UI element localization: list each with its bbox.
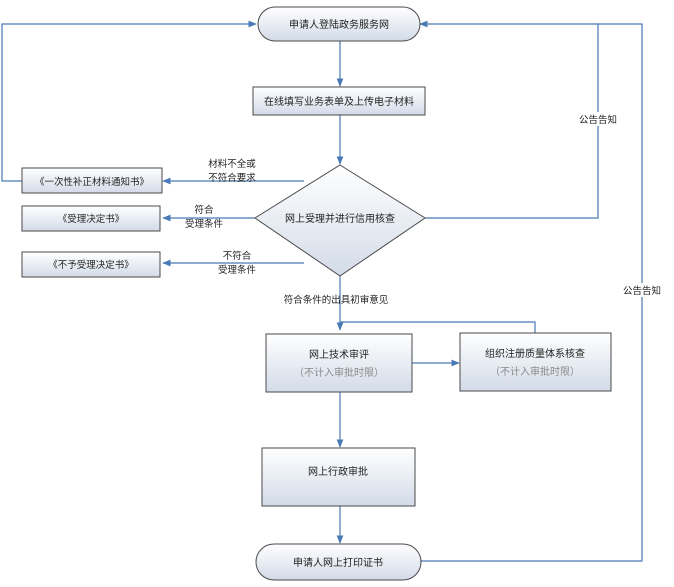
node-admin-approval: 网上行政审批 [261,447,416,507]
edge-announce-lower [421,23,643,562]
edge-label-accept-1: 符合 [194,204,214,216]
edge-label-accept-2: 受理条件 [185,218,224,230]
node-fill-form-label: 在线填写业务表单及上传电子材料 [264,95,414,108]
node-check-label: 网上受理并进行信用核查 [285,212,395,225]
edge-label-incomplete-1: 材料不全或 [208,158,256,170]
node-org-check: 组织注册质量体系核查 （不计入审批时限） [459,332,612,392]
edge-label-announce-upper: 公告告知 [579,114,617,126]
node-check: 网上受理并进行信用核查 [254,164,426,277]
node-notice-accept: 《受理决定书》 [21,205,161,232]
node-notice-correction: 《一次性补正材料通知书》 [21,167,163,194]
node-start: 申请人登陆政务服务网 [257,6,421,42]
edge-labels: 材料不全或 不符合要求 符合 受理条件 不符合 受理条件 符合条件的出具初审意见… [185,112,669,306]
edge-label-incomplete-2: 不符合要求 [208,172,256,184]
edge-label-reject-2: 受理条件 [218,264,257,276]
node-end-label: 申请人网上打印证书 [293,556,383,569]
edge-label-reject-1: 不符合 [223,250,252,262]
node-fill-form: 在线填写业务表单及上传电子材料 [252,86,426,116]
node-end: 申请人网上打印证书 [255,543,422,581]
node-org-check-label: 组织注册质量体系核查 [485,347,585,360]
node-notice-correction-label: 《一次性补正材料通知书》 [35,176,149,188]
edge-org-return [340,321,536,333]
node-tech-review: 网上技术审评 （不计入审批时限） [265,333,413,393]
node-tech-review-note: （不计入审批时限） [294,366,384,379]
edge-label-preliminary: 符合条件的出具初审意见 [284,294,389,306]
node-org-check-note: （不计入审批时限） [490,365,580,378]
node-notice-accept-label: 《受理决定书》 [58,213,125,225]
node-start-label: 申请人登陆政务服务网 [289,18,389,31]
node-notice-reject: 《不予受理决定书》 [21,251,161,278]
edge-label-announce-lower: 公告告知 [623,285,661,297]
edge-correction-loop [1,20,257,182]
node-notice-reject-label: 《不予受理决定书》 [48,259,134,271]
node-admin-approval-label: 网上行政审批 [308,465,368,478]
node-tech-review-label: 网上技术审评 [309,348,369,361]
